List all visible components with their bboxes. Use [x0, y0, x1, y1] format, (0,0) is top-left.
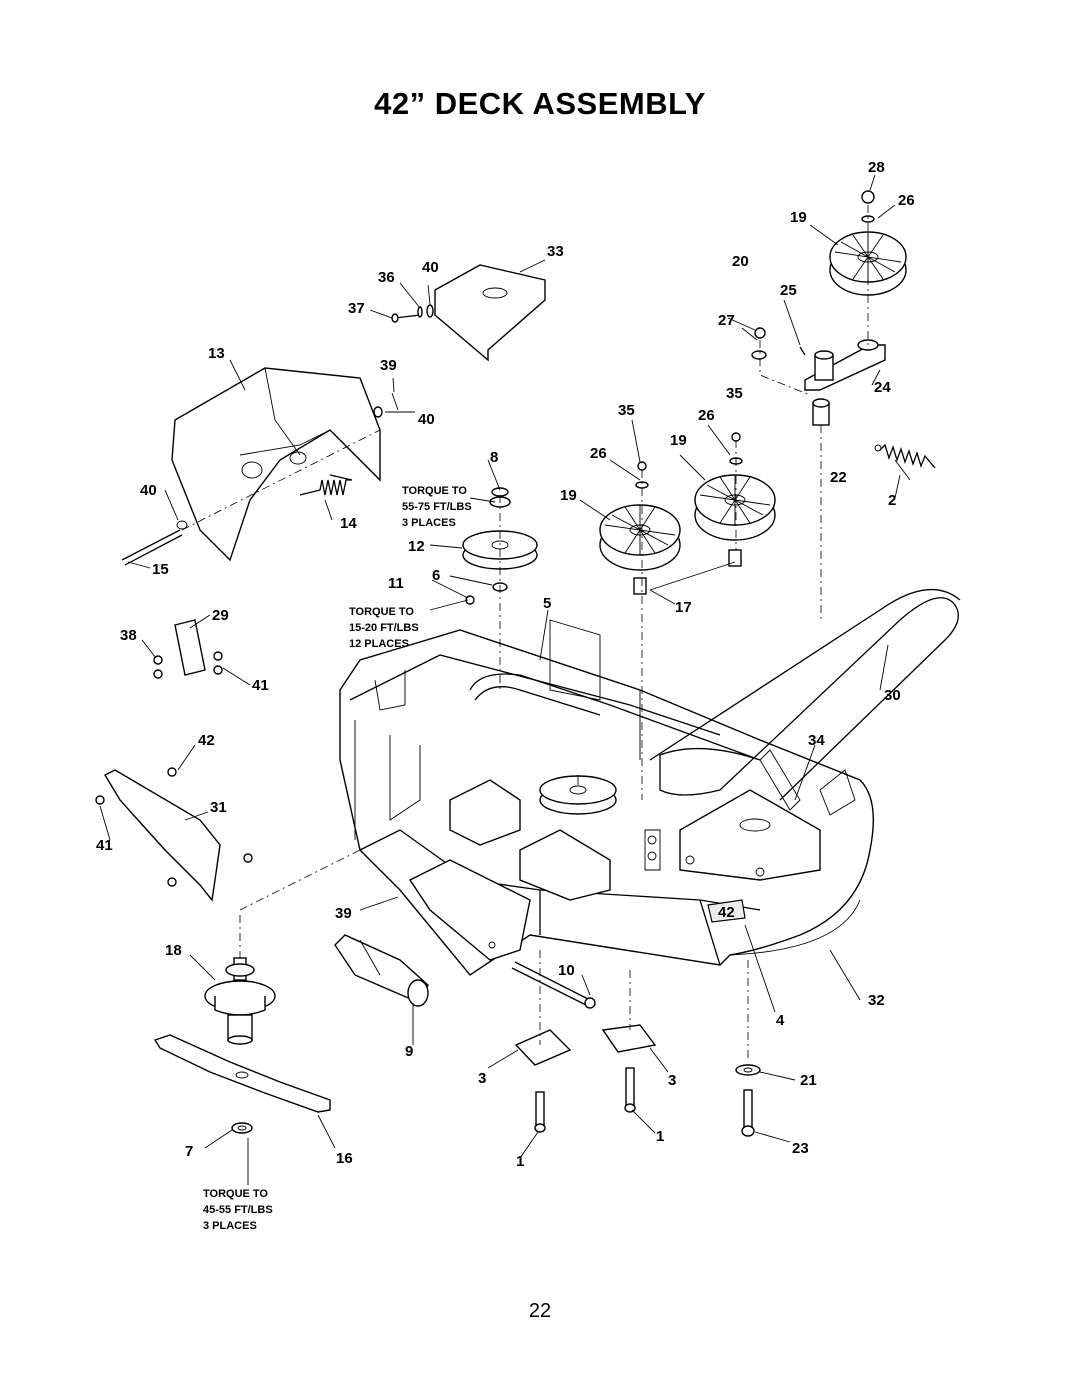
page-number: 22: [528, 1300, 552, 1322]
idler-arm: [804, 339, 886, 426]
page-title: 42” DECK ASSEMBLY: [374, 86, 706, 121]
deflector-plate: [434, 264, 546, 362]
deck-size-decal: 42: [707, 899, 746, 923]
callout-16: 16: [336, 1150, 353, 1167]
belt-cover: [679, 749, 856, 881]
callout-19: 19: [670, 432, 687, 449]
torque-middle-line1: TORQUE TO: [349, 606, 414, 618]
callout-27: 27: [718, 312, 735, 329]
callout-39: 39: [380, 357, 397, 374]
torque-middle-line3: 12 PLACES: [349, 638, 409, 650]
callout-26: 26: [898, 192, 915, 209]
torque-note-upper: TORQUE TO 55-75 FT/LBS 3 PLACES: [402, 485, 472, 529]
idler-pulley-19-top: [829, 190, 907, 296]
callout-40: 40: [140, 482, 157, 499]
callout-1: 1: [516, 1153, 524, 1170]
callout-35: 35: [618, 402, 635, 419]
callout-40: 40: [418, 411, 435, 428]
callout-35: 35: [726, 385, 743, 402]
callout-21: 21: [800, 1072, 817, 1089]
torque-upper-line1: TORQUE TO: [402, 485, 467, 497]
callout-3: 3: [668, 1072, 676, 1089]
callout-8: 8: [490, 449, 498, 466]
torque-lower-line3: 3 PLACES: [203, 1220, 257, 1232]
torque-middle-line2: 15-20 FT/LBS: [349, 622, 419, 634]
callout-15: 15: [152, 561, 169, 578]
callout-14: 14: [340, 515, 357, 532]
leader-lines: [99, 174, 911, 1185]
callout-24: 24: [874, 379, 891, 396]
drive-belt: [469, 588, 961, 801]
assembly-lines: [181, 205, 869, 1060]
callout-6: 6: [432, 567, 440, 584]
idler-pulley-19-right: [694, 432, 776, 567]
center-pulley: [539, 775, 617, 815]
callout-11: 11: [388, 575, 404, 592]
callout-26: 26: [698, 407, 715, 424]
wheel-bolt-assembly: [735, 1064, 761, 1137]
callout-10: 10: [558, 962, 575, 979]
mower-blade: [153, 1034, 331, 1113]
callout-numbers: 28 26 19 33 36 40 20 25 37 27 13 39 35 2…: [96, 159, 915, 1170]
torque-upper-line2: 55-75 FT/LBS: [402, 501, 472, 513]
idler-pulley-19-left: [599, 461, 681, 595]
side-deflector: [95, 767, 253, 902]
roller-axle: [511, 961, 596, 1009]
callout-13: 13: [208, 345, 225, 362]
callout-20: 20: [732, 253, 749, 270]
callout-41: 41: [96, 837, 113, 854]
idler-hardware: [751, 327, 806, 360]
chute-rod: [121, 520, 188, 566]
deck-brackets: [449, 619, 661, 901]
torque-upper-line3: 3 PLACES: [402, 517, 456, 529]
torque-note-middle: TORQUE TO 15-20 FT/LBS 12 PLACES: [349, 606, 419, 650]
callout-34: 34: [808, 732, 825, 749]
callout-7: 7: [185, 1143, 193, 1160]
chute-bracket: [153, 619, 223, 679]
callout-38: 38: [120, 627, 137, 644]
callout-40: 40: [422, 259, 439, 276]
callout-28: 28: [868, 159, 885, 176]
callout-31: 31: [210, 799, 227, 816]
torque-lower-line2: 45-55 FT/LBS: [203, 1204, 273, 1216]
deck-roller: [334, 934, 429, 1007]
discharge-chute: [171, 367, 381, 562]
callout-23: 23: [792, 1140, 809, 1157]
callout-37: 37: [348, 300, 365, 317]
plate-hardware: [373, 304, 434, 418]
torque-note-lower: TORQUE TO 45-55 FT/LBS 3 PLACES: [203, 1188, 273, 1232]
callout-18: 18: [165, 942, 182, 959]
callout-29: 29: [212, 607, 229, 624]
callout-5: 5: [543, 595, 551, 612]
callout-2: 2: [888, 492, 896, 509]
callout-9: 9: [405, 1043, 413, 1060]
callout-26: 26: [590, 445, 607, 462]
deck-size-mark: 42: [718, 904, 735, 921]
callout-39: 39: [335, 905, 352, 922]
callout-30: 30: [884, 687, 901, 704]
callout-1: 1: [656, 1128, 664, 1145]
callout-36: 36: [378, 269, 395, 286]
front-bracket: [408, 859, 531, 961]
idler-spring: [874, 443, 936, 469]
blade-washer: [231, 1122, 253, 1134]
callout-33: 33: [547, 243, 564, 260]
callout-42: 42: [198, 732, 215, 749]
spindle-housing: [204, 957, 276, 1045]
torque-lower-line1: TORQUE TO: [203, 1188, 268, 1200]
callout-41: 41: [252, 677, 269, 694]
callout-25: 25: [780, 282, 797, 299]
callout-4: 4: [776, 1012, 785, 1029]
callout-32: 32: [868, 992, 885, 1009]
gauge-wheel-brackets: [514, 1024, 657, 1133]
callout-19: 19: [790, 209, 807, 226]
callout-12: 12: [408, 538, 425, 555]
callout-22: 22: [830, 469, 847, 486]
callout-19: 19: [560, 487, 577, 504]
chute-spring: [299, 474, 353, 496]
callout-3: 3: [478, 1070, 486, 1087]
callout-17: 17: [675, 599, 692, 616]
